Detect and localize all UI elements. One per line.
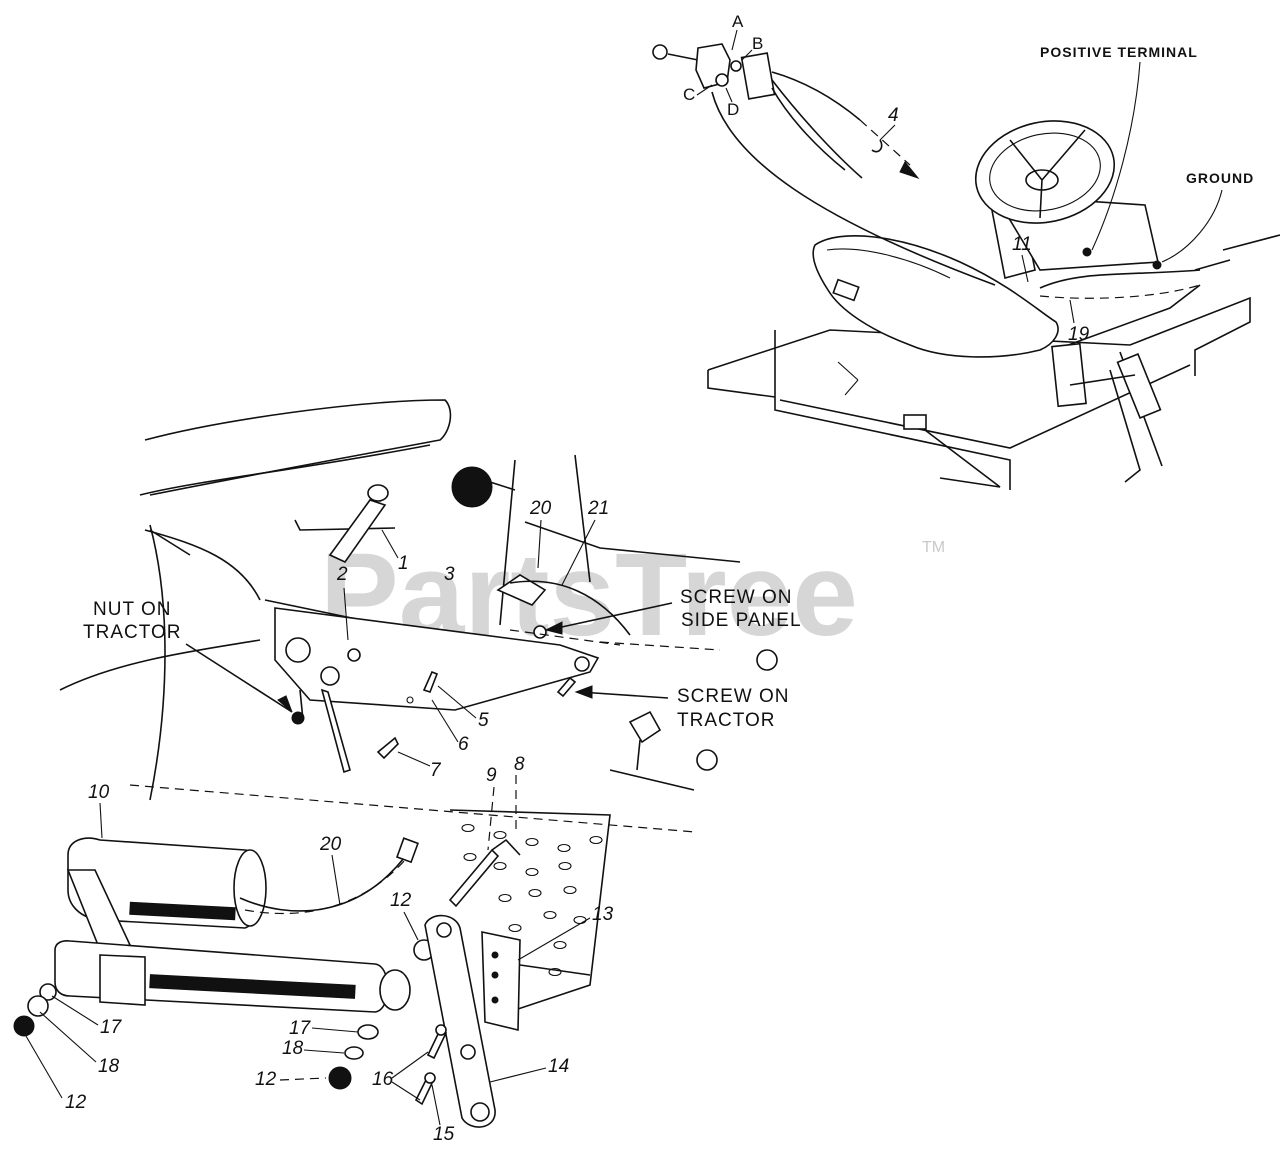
control-lever	[328, 499, 387, 564]
callout-13: 13	[592, 904, 614, 925]
label-screw-side-panel-2: SIDE PANEL	[681, 610, 802, 631]
callout-6: 6	[458, 734, 469, 755]
callout-5: 5	[478, 710, 489, 731]
callout-4: 4	[888, 105, 899, 126]
callout-12-mid: 12	[390, 890, 412, 911]
callout-20-bottom: 20	[319, 834, 342, 855]
label-d: D	[727, 100, 739, 119]
seat	[812, 235, 1059, 358]
label-positive-terminal: POSITIVE TERMINAL	[1040, 44, 1198, 60]
trademark-mark: TM	[922, 539, 945, 556]
callout-11: 11	[1012, 234, 1032, 255]
callout-16: 16	[372, 1069, 394, 1090]
callout-1: 1	[398, 553, 409, 574]
tractor-seat-view	[707, 120, 1280, 490]
label-screw-side-panel-1: SCREW ON	[680, 587, 793, 608]
harness-connector	[652, 43, 996, 286]
side-plate	[274, 607, 600, 711]
callout-18-bottom: 18	[282, 1038, 304, 1059]
callout-10: 10	[88, 782, 110, 803]
lift-arm	[424, 914, 496, 1128]
label-a: A	[732, 12, 744, 31]
label-b: B	[752, 34, 763, 53]
callout-12-bottom: 12	[255, 1069, 277, 1090]
control-knob	[451, 466, 493, 508]
label-screw-tractor-2: TRACTOR	[677, 710, 775, 731]
label-nut-on-tractor-1: NUT ON	[93, 599, 171, 620]
label-screw-tractor-1: SCREW ON	[677, 686, 790, 707]
callout-20-top: 20	[529, 498, 552, 519]
callout-17-left: 17	[100, 1017, 123, 1038]
callout-8: 8	[514, 754, 525, 775]
callout-3: 3	[444, 564, 455, 585]
perforated-plate-holes	[461, 823, 603, 977]
callout-19: 19	[1068, 324, 1090, 345]
label-ground: GROUND	[1186, 170, 1254, 186]
callout-15: 15	[433, 1124, 455, 1145]
callout-12-left: 12	[65, 1092, 87, 1113]
lift-actuator-assembly	[13, 809, 611, 1128]
callout-14: 14	[548, 1056, 569, 1077]
label-c: C	[683, 85, 695, 104]
callout-7: 7	[430, 760, 442, 781]
callout-17-bottom: 17	[289, 1018, 312, 1039]
callout-18-left: 18	[98, 1056, 120, 1077]
callout-9: 9	[486, 765, 497, 786]
control-panel-assembly	[59, 399, 778, 833]
mounting-bracket	[481, 931, 521, 1032]
label-nut-on-tractor-2: TRACTOR	[83, 622, 181, 643]
callout-2: 2	[336, 564, 348, 585]
connector-plug	[740, 52, 776, 100]
callout-21: 21	[587, 498, 609, 519]
